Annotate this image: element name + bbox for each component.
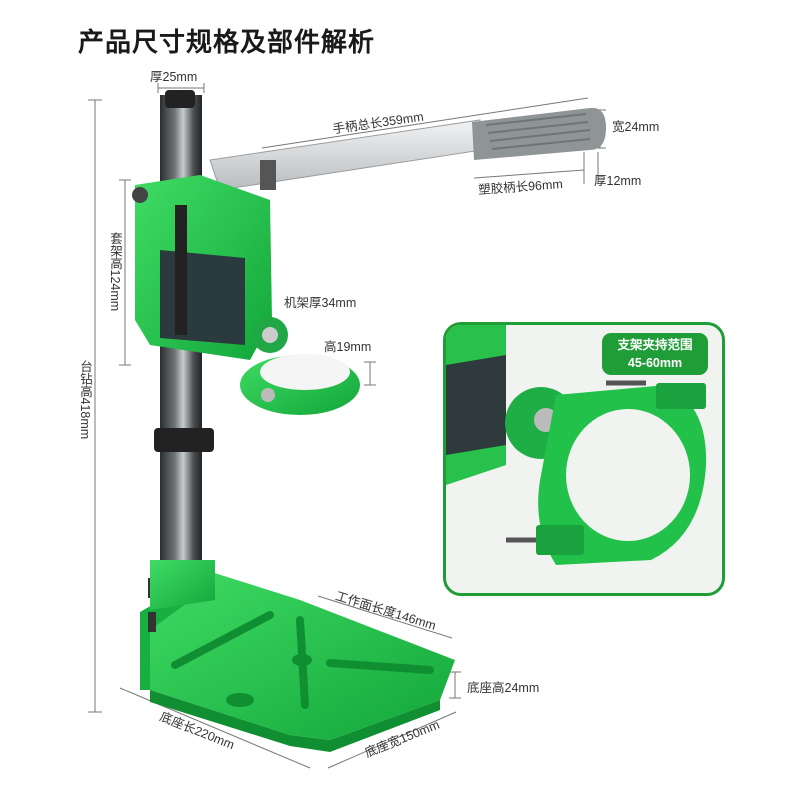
page-title: 产品尺寸规格及部件解析: [78, 27, 376, 57]
clamp-range-badge: 支架夹持范围 45-60mm: [602, 333, 708, 375]
drill-stand-height-label: 台钻高418mm: [78, 360, 92, 440]
column-thickness-label: 厚25mm: [150, 70, 198, 84]
handle-thickness-label: 厚12mm: [594, 174, 642, 188]
clamp-range-value: 45-60mm: [627, 356, 683, 370]
clamp-detail-inset: 支架夹持范围 45-60mm: [443, 322, 725, 596]
clamp-detail-image: [446, 325, 707, 565]
frame-thickness-label: 机架厚34mm: [284, 296, 357, 310]
column-cap: [165, 90, 195, 108]
clamp-ring: [240, 354, 360, 415]
handle: [209, 107, 606, 191]
base-height-label: 底座高24mm: [467, 681, 540, 695]
column-socket: [150, 560, 215, 610]
clamp-height-label: 高19mm: [324, 340, 372, 354]
handle-width-label: 宽24mm: [612, 120, 660, 134]
stop-collar: [154, 428, 214, 452]
carriage-height-label: 套架高124mm: [108, 232, 122, 312]
carriage: [132, 160, 288, 360]
clamp-range-title: 支架夹持范围: [617, 338, 693, 352]
